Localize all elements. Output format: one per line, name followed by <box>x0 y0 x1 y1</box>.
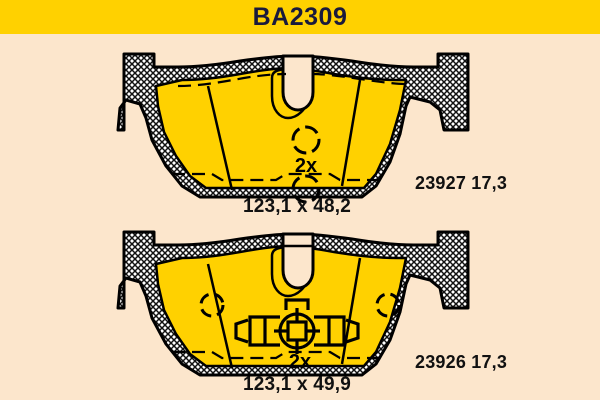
pad-1-chamfer-bottom <box>172 172 382 182</box>
pad-2-dashed-circle-left <box>199 292 225 318</box>
pad-1-part-label: 23927 17,3 <box>415 173 508 193</box>
pad-1-top-notch <box>281 54 315 112</box>
pad-1-friction-material <box>154 66 408 190</box>
pad-1-dimension-label: 123,1 x 48,2 <box>243 196 352 217</box>
pad-1-division-line <box>206 85 234 191</box>
pad-2-sensor-slot <box>281 232 315 290</box>
pad-2-quantity-marking: 2x <box>289 351 311 373</box>
pad-2-division-line <box>206 263 234 369</box>
pad-1-group: 2x <box>116 52 470 204</box>
page-title: BA2309 <box>252 2 348 31</box>
pad-2-chamfer-bottom <box>172 350 382 360</box>
pad-1-dashed-circle-lower <box>291 174 321 204</box>
header-bar: BA2309 <box>0 0 600 34</box>
pad-2-wear-sensor-connector <box>234 298 360 354</box>
diagram-canvas: 2x <box>0 34 600 400</box>
pad-2-group: 2x <box>116 230 470 377</box>
pad-2-part-label: 23926 17,3 <box>415 352 508 372</box>
pad-1-dashed-circle-upper <box>291 125 321 155</box>
brake-pad-drawing: 2x <box>116 52 470 377</box>
pad-1-division-line-2 <box>340 79 362 187</box>
pad-2-friction-material <box>154 244 408 368</box>
pad-1-chamfer-top <box>177 72 287 88</box>
pad-2-dimension-label: 123,1 x 49,9 <box>243 374 352 395</box>
pad-2-dashed-circle-right <box>375 292 401 318</box>
pad-1-quantity-marking: 2x <box>295 155 317 177</box>
pad-1-chamfer-top-right <box>311 72 407 86</box>
